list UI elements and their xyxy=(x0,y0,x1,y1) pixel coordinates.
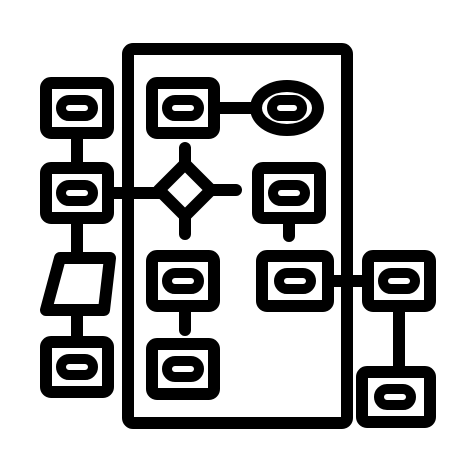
terminator-ellipse xyxy=(250,80,324,136)
left-process-box-2-label xyxy=(56,180,98,206)
center-process-box-3 xyxy=(146,250,220,312)
right-process-box-2 xyxy=(356,366,436,428)
left-process-box-2 xyxy=(40,162,114,224)
center-process-box-1 xyxy=(146,77,220,139)
center-process-box-5 xyxy=(256,250,334,312)
center-process-box-2-label xyxy=(268,180,310,206)
left-process-box-3 xyxy=(40,336,114,398)
left-process-box-1-label xyxy=(56,95,98,121)
right-process-box-2-label xyxy=(374,384,416,410)
left-process-box-3-label xyxy=(56,354,98,380)
center-process-box-1-label xyxy=(162,95,204,121)
decision-diamond xyxy=(153,158,217,222)
right-process-box-1 xyxy=(362,250,436,312)
left-io-parallelogram xyxy=(40,252,116,316)
terminator-ellipse-label xyxy=(267,95,307,121)
center-panel xyxy=(122,43,353,429)
center-process-box-2 xyxy=(252,162,326,224)
right-process-box-1-label xyxy=(378,268,420,294)
center-process-box-5-label xyxy=(274,268,316,294)
center-process-box-3-label xyxy=(162,268,204,294)
left-process-box-1 xyxy=(40,77,114,139)
center-process-box-4-label xyxy=(162,356,204,382)
center-process-box-4 xyxy=(146,338,220,400)
